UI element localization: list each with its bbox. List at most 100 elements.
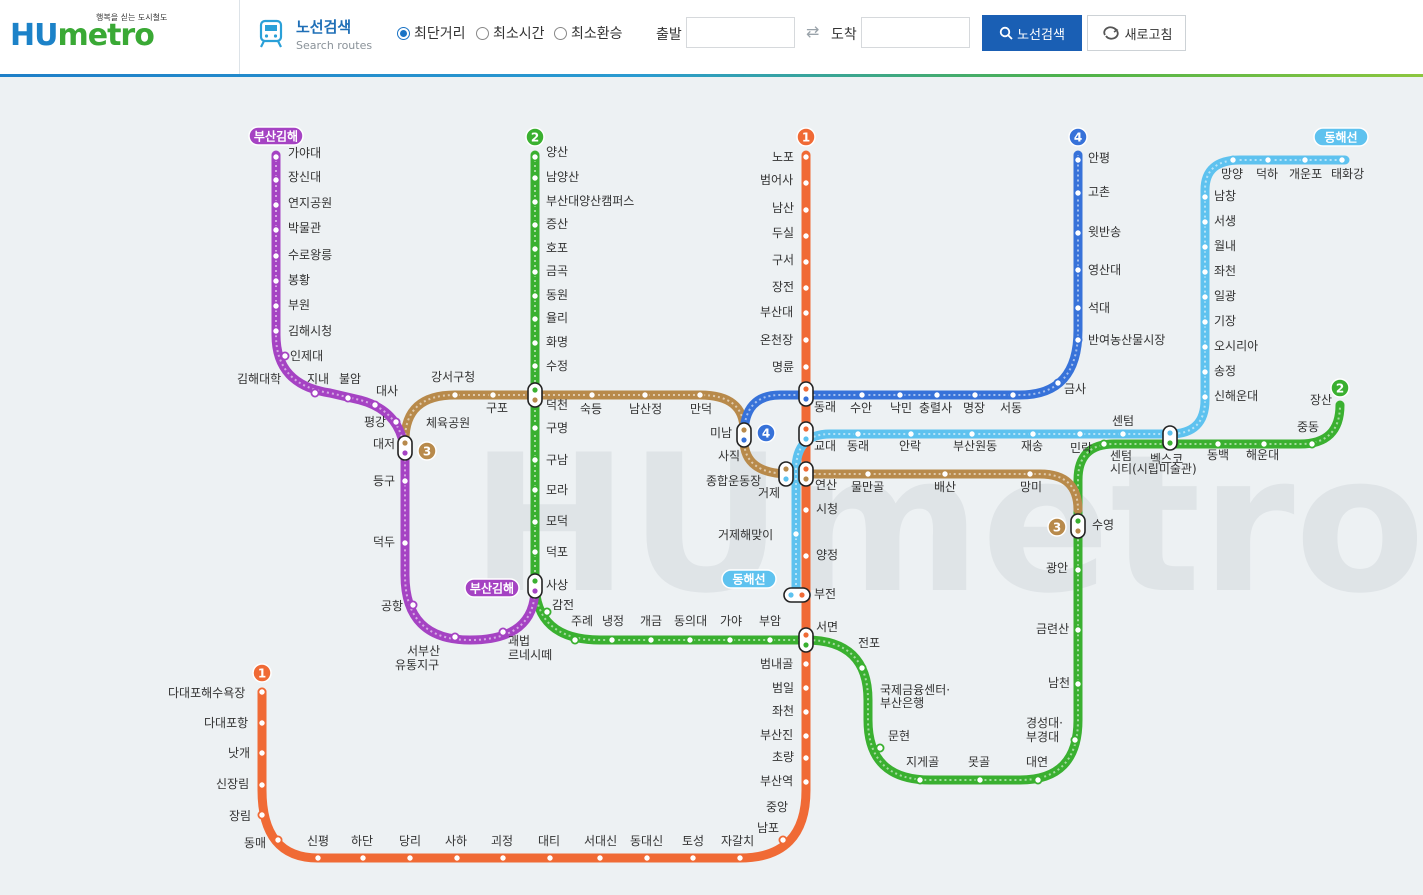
station-label[interactable]: 부전 [814, 587, 836, 601]
station-dot-line4[interactable] [1073, 303, 1083, 313]
station-label[interactable]: 다대포해수욕장 [168, 686, 245, 700]
station-dot-line1[interactable] [801, 152, 811, 162]
station-dot-gimhae[interactable] [391, 417, 401, 427]
station-label[interactable]: 범내골 [760, 657, 793, 671]
station-label[interactable]: 부산대 [760, 305, 793, 319]
station-dot-line2[interactable] [1213, 439, 1223, 449]
station-label[interactable]: 문현 [888, 729, 910, 743]
station-label[interactable]: 구남 [546, 453, 568, 467]
station-label[interactable]: 동래 [847, 439, 869, 453]
station-label[interactable]: 봉황 [288, 273, 310, 287]
station-dot-line4[interactable] [932, 390, 942, 400]
station-label[interactable]: 두실 [772, 226, 794, 240]
station-dot-donghae[interactable] [1200, 192, 1210, 202]
station-dot-line1[interactable] [498, 853, 508, 863]
station-dot-line3[interactable] [488, 390, 498, 400]
station-dot-line1[interactable] [273, 835, 283, 845]
station-label[interactable]: 시티(시립미술관) [1110, 462, 1197, 476]
transfer-station[interactable] [397, 435, 413, 461]
station-dot-gimhae[interactable] [400, 476, 410, 486]
transfer-station[interactable] [527, 573, 543, 599]
station-label[interactable]: 물만골 [851, 480, 884, 494]
station-label[interactable]: 하단 [351, 834, 373, 848]
station-label[interactable]: 연산 [815, 478, 837, 492]
station-label[interactable]: 신해운대 [1214, 389, 1258, 403]
station-dot-line2[interactable] [530, 244, 540, 254]
station-label[interactable]: 동백 [1207, 448, 1229, 462]
station-dot-line3[interactable] [587, 390, 597, 400]
station-dot-line1[interactable] [801, 753, 811, 763]
station-label[interactable]: 부산대양산캠퍼스 [546, 194, 634, 208]
station-dot-line2[interactable] [530, 173, 540, 183]
station-label[interactable]: 수안 [850, 401, 872, 415]
station-label[interactable]: 증산 [546, 217, 568, 231]
station-label[interactable]: 벡스코 [1150, 452, 1183, 466]
station-label[interactable]: 망양 [1221, 167, 1243, 181]
station-label[interactable]: 동원 [546, 288, 568, 302]
station-label[interactable]: 부산은행 [880, 695, 924, 710]
station-label[interactable]: 덕포 [546, 545, 568, 559]
transfer-station[interactable] [527, 382, 543, 408]
station-dot-line2[interactable] [530, 517, 540, 527]
station-dot-donghae[interactable] [791, 529, 801, 539]
station-label[interactable]: 경성대· [1026, 716, 1063, 730]
station-dot-line1[interactable] [801, 205, 811, 215]
station-label[interactable]: 망미 [1020, 480, 1042, 494]
station-dot-gimhae[interactable] [271, 276, 281, 286]
station-label[interactable]: 구포 [486, 401, 508, 415]
station-label[interactable]: 자갈치 [721, 834, 754, 848]
station-dot-line2[interactable] [725, 635, 735, 645]
station-dot-line2[interactable] [1073, 679, 1083, 689]
station-dot-donghae[interactable] [1200, 292, 1210, 302]
station-dot-line2[interactable] [530, 423, 540, 433]
station-dot-gimhae[interactable] [450, 632, 460, 642]
station-dot-donghae[interactable] [853, 429, 863, 439]
station-dot-line2[interactable] [607, 635, 617, 645]
station-label[interactable]: 남천 [1048, 675, 1070, 690]
station-label[interactable]: 초량 [772, 750, 794, 764]
station-dot-line1[interactable] [801, 231, 811, 241]
from-input[interactable] [686, 17, 795, 48]
station-dot-line3[interactable] [863, 469, 873, 479]
station-label[interactable]: 지게골 [906, 755, 939, 769]
station-dot-line2[interactable] [542, 607, 552, 617]
station-label[interactable]: 서부산 [407, 644, 440, 658]
station-label[interactable]: 가야 [720, 614, 742, 628]
station-label[interactable]: 중앙 [766, 800, 788, 814]
station-label[interactable]: 등구 [373, 474, 395, 488]
station-label[interactable]: 부산역 [760, 774, 793, 788]
station-label[interactable]: 토성 [682, 834, 704, 848]
station-label[interactable]: 동래 [814, 400, 836, 414]
station-label[interactable]: 고촌 [1088, 185, 1110, 199]
subway-route-map[interactable]: HUmetro 가야대장신대연지공원박물관수로왕릉봉황부원김해시청인제대김해대학… [0, 77, 1423, 895]
station-dot-line2[interactable] [530, 314, 540, 324]
station-dot-donghae[interactable] [1337, 155, 1347, 165]
station-dot-line1[interactable] [257, 810, 267, 820]
station-dot-line2[interactable] [765, 635, 775, 645]
station-label[interactable]: 서생 [1214, 214, 1236, 228]
station-label[interactable]: 공항 [381, 599, 403, 613]
station-label[interactable]: 율리 [546, 311, 568, 325]
station-dot-line1[interactable] [257, 780, 267, 790]
station-label[interactable]: 전포 [858, 636, 880, 650]
station-label[interactable]: 월내 [1214, 239, 1236, 253]
station-dot-line2[interactable] [1307, 439, 1317, 449]
station-dot-line2[interactable] [1259, 439, 1269, 449]
station-dot-gimhae[interactable] [271, 326, 281, 336]
station-label[interactable]: 해운대 [1246, 448, 1279, 462]
station-label[interactable]: 감전 [552, 598, 574, 612]
option-shortest-distance[interactable]: 최단거리 [397, 23, 466, 43]
station-dot-line1[interactable] [801, 731, 811, 741]
station-label[interactable]: 양산 [546, 145, 568, 159]
station-dot-line4[interactable] [1073, 188, 1083, 198]
station-label[interactable]: 안평 [1088, 151, 1110, 165]
station-label[interactable]: 남산정 [629, 402, 662, 416]
transfer-station[interactable] [798, 381, 814, 407]
station-label[interactable]: 화명 [546, 335, 568, 349]
station-label[interactable]: 금련산 [1036, 622, 1069, 636]
station-label[interactable]: 부암 [759, 614, 781, 628]
station-label[interactable]: 당리 [399, 834, 421, 848]
station-dot-line1[interactable] [688, 853, 698, 863]
station-dot-donghae[interactable] [1300, 155, 1310, 165]
station-label[interactable]: 부경대 [1026, 730, 1059, 744]
